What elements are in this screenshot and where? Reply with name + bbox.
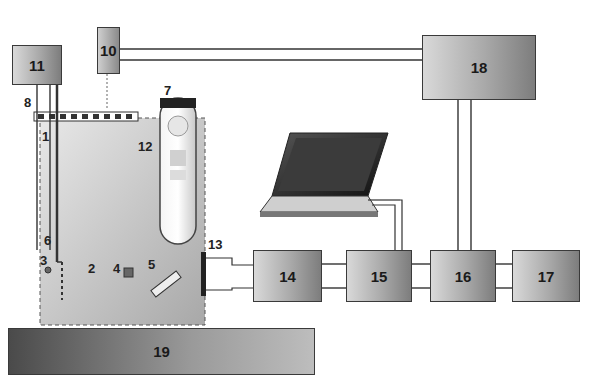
wire <box>206 288 253 290</box>
connector-wire <box>470 100 471 250</box>
box-number: 10 <box>100 42 117 59</box>
device-box: 17 <box>512 250 580 302</box>
connector-wire <box>496 287 512 288</box>
sensor-dot <box>45 267 51 273</box>
callout-number: 5 <box>148 258 155 271</box>
connector-wire <box>496 263 512 264</box>
connector-wire <box>120 59 422 60</box>
box-number: 19 <box>153 343 170 360</box>
box-number: 18 <box>471 59 488 76</box>
connector-wire <box>49 85 50 250</box>
device-box: 14 <box>253 250 322 302</box>
connector-wire <box>120 48 422 49</box>
device-box: 10 <box>97 27 120 74</box>
tube <box>160 98 196 244</box>
callout-number: 3 <box>40 254 47 267</box>
callout-number: 7 <box>164 84 171 97</box>
connector-wire <box>412 263 430 264</box>
tilted-mirror <box>151 271 181 297</box>
callout-number: 13 <box>208 238 222 251</box>
device-box: 16 <box>430 250 496 302</box>
beam-line <box>106 74 108 110</box>
dashed-probe <box>61 262 63 300</box>
box-number: 15 <box>371 268 388 285</box>
callout-number: 6 <box>44 234 51 247</box>
connector-wire <box>457 100 458 250</box>
device-box: 15 <box>346 250 412 302</box>
wire <box>206 258 253 265</box>
box-number: 17 <box>538 268 555 285</box>
callout-number: 4 <box>113 262 120 275</box>
callout-number: 12 <box>138 140 152 153</box>
callout-number: 1 <box>42 130 49 143</box>
connector-wire <box>412 287 430 288</box>
callout-number: 8 <box>24 96 31 109</box>
connector-wire <box>322 287 346 288</box>
laptop <box>260 133 402 252</box>
box-number: 14 <box>279 268 296 285</box>
connector-wire <box>36 85 37 250</box>
probe-joint <box>57 261 62 263</box>
device-box: 18 <box>422 35 536 100</box>
box-number: 11 <box>29 57 45 74</box>
window-plate <box>201 252 206 296</box>
sample-square <box>124 268 133 277</box>
connector-wire <box>322 263 346 264</box>
device-box: 11 <box>12 45 62 85</box>
callout-number: 2 <box>88 262 95 275</box>
box-number: 16 <box>455 268 472 285</box>
device-box: 19 <box>8 328 315 375</box>
rod <box>56 85 59 262</box>
